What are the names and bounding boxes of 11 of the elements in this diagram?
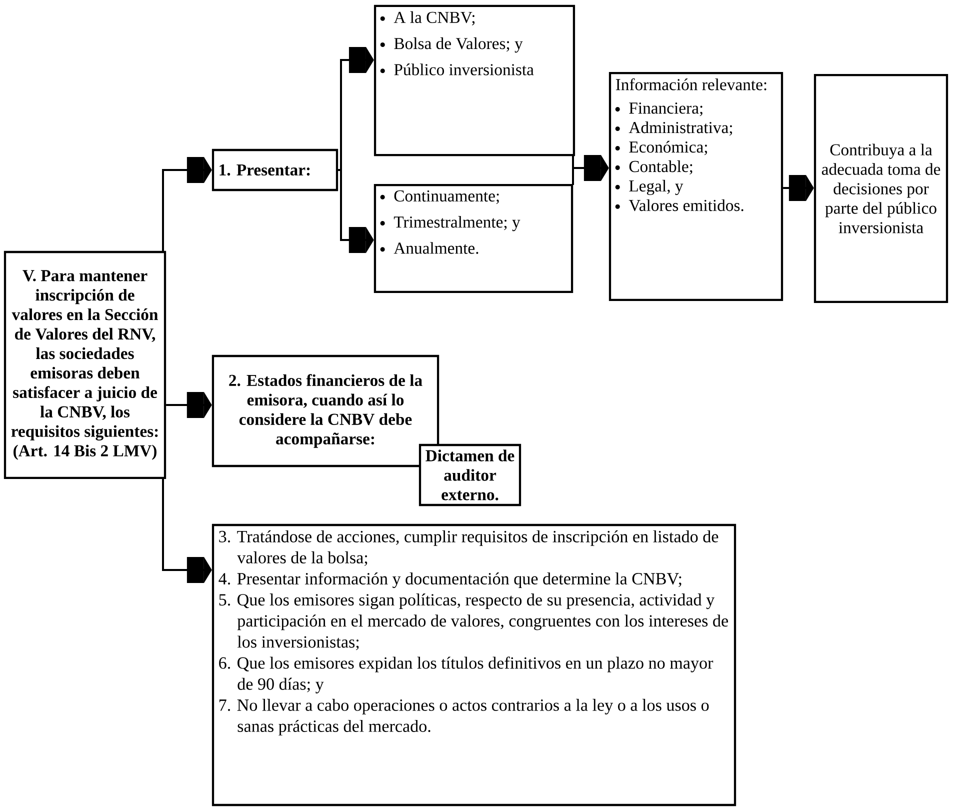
arrow: [338, 46, 374, 171]
arrow: [162, 156, 212, 252]
list-box: Información relevante: Financiera; Administrativa; Económica; Contable; Legal, y Valores emitidos.: [608, 72, 784, 302]
step-box: 1. Presentar:: [212, 148, 338, 192]
arrow: [572, 154, 609, 186]
note-box: Dictamen de auditor externo.: [418, 444, 522, 506]
list-box: A la CNBV; Bolsa de Valores; y Público inversionista: [374, 4, 576, 156]
result-box: Contribuya a la adecuada toma de decisiones por parte del público inversionista: [814, 74, 948, 304]
requirement-box: V. Para mantener inscripción de valores en la Sección de Valores del RNV, las sociedades emisoras deben satisfacer a juicio de la CNBV, los requisitos siguientes: (Art. 14 Bis 2 LMV): [4, 250, 166, 480]
list-box: Continuamente; Trimestralmente; y Anualmente.: [374, 184, 574, 294]
list-box: 3. Tratándose de acciones, cumplir requisitos de inscripción en listado de valores de la bolsa; 4. Presentar información y documentación que determine la CNBV; 5. Que los emisores sigan políticas, respecto de su presencia, actividad y participación en el mercado de valores, congruentes con los intereses de los inversionistas; 6. Que los emisores expidan los títulos definitivos en un plazo no mayor de 90 días; y 7. No llevar a cabo operaciones o actos contrarios a la ley o a los usos o sanas prácticas del mercado.: [212, 524, 736, 806]
